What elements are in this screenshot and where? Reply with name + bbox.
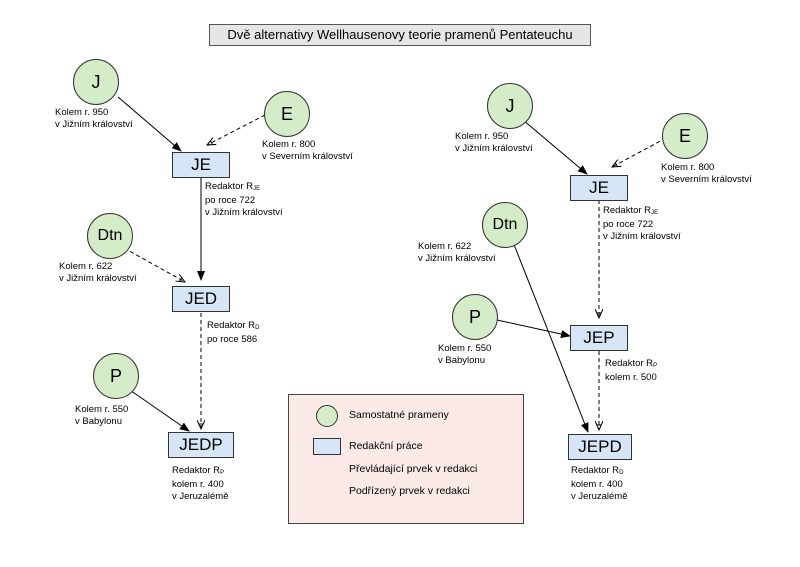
edge-right-e-je: [612, 137, 667, 167]
left-note-dtn: Kolem r. 622 v Jižním království: [59, 261, 137, 285]
legend-redaction-swatch: [313, 438, 341, 455]
right-note-jepd-line1: Redaktor RD: [571, 465, 624, 476]
left-source-dtn: Dtn: [87, 213, 133, 259]
left-note-j-line2: v Jižním království: [55, 119, 133, 130]
left-redaction-jedp: JEDP: [168, 432, 234, 458]
right-note-j-line2: v Jižním království: [455, 143, 533, 154]
left-note-j-line1: Kolem r. 950: [55, 107, 109, 118]
diagram-title: Dvě alternativy Wellhausenovy teorie pra…: [209, 24, 591, 46]
left-note-e-line2: v Severním království: [262, 151, 353, 162]
right-redaction-jepd: JEPD: [568, 434, 632, 460]
right-note-e-line1: Kolem r. 800: [661, 162, 715, 173]
right-note-dtn-line1: Kolem r. 622: [418, 241, 472, 252]
right-note-jep: Redaktor RP kolem r. 500: [605, 358, 657, 384]
left-source-j: J: [73, 59, 119, 105]
left-note-jedp-line3: v Jeruzalémě: [172, 491, 229, 502]
edge-left-e-je: [207, 114, 266, 145]
right-note-jepd-line2: kolem r. 400: [571, 479, 623, 490]
left-note-jed-line1: Redaktor RD: [207, 320, 260, 331]
edge-right-j-je: [522, 119, 588, 175]
right-note-je-line2: po roce 722: [603, 219, 654, 230]
right-redaction-jep: JEP: [570, 325, 628, 351]
right-note-p-line1: Kolem r. 550: [438, 343, 492, 354]
right-source-p: P: [452, 294, 498, 340]
left-note-jed-line2: po roce 586: [207, 334, 258, 345]
legend-sources-label: Samostatné prameny: [349, 409, 449, 421]
left-redaction-jed: JED: [172, 286, 230, 312]
right-note-p-line2: v Babylonu: [438, 355, 486, 366]
right-source-e: E: [662, 113, 708, 159]
left-source-p: P: [93, 353, 139, 399]
right-note-dtn: Kolem r. 622 v Jižním království: [418, 241, 496, 265]
left-note-jedp: Redaktor RP kolem r. 400 v Jeruzalémě: [172, 465, 229, 503]
right-note-p: Kolem r. 550 v Babylonu: [438, 343, 491, 367]
right-note-je-line1: Redaktor RJE: [603, 205, 659, 216]
left-note-j: Kolem r. 950 v Jižním království: [55, 107, 133, 131]
left-note-jedp-line2: kolem r. 400: [172, 479, 224, 490]
left-note-je-line2: po roce 722: [205, 195, 256, 206]
right-note-jep-line2: kolem r. 500: [605, 372, 657, 383]
left-note-dtn-line2: v Jižním království: [59, 273, 137, 284]
left-note-je-line3: v Jižním království: [205, 207, 283, 218]
right-source-j: J: [487, 83, 533, 129]
legend-redaction-label: Redakční práce: [349, 440, 423, 452]
right-source-dtn: Dtn: [482, 202, 528, 248]
left-note-jed: Redaktor RD po roce 586: [207, 320, 259, 346]
left-note-je-line1: Redaktor RJE: [205, 181, 261, 192]
left-note-je: Redaktor RJE po roce 722 v Jižním králov…: [205, 181, 283, 219]
legend-dominant-label: Převládající prvek v redakci: [349, 463, 478, 475]
left-note-e-line1: Kolem r. 800: [262, 139, 316, 150]
left-note-e: Kolem r. 800 v Severním království: [262, 139, 353, 163]
edge-left-dtn-jed: [123, 247, 185, 282]
right-note-e-line2: v Severním království: [661, 174, 752, 185]
right-note-jepd-line3: v Jeruzalémě: [571, 491, 628, 502]
right-redaction-je: JE: [570, 175, 628, 201]
edge-right-dtn-jepd: [512, 241, 589, 433]
edge-right-p-jep: [496, 319, 571, 338]
left-note-jedp-line1: Redaktor RP: [172, 465, 225, 476]
right-note-je-line3: v Jižním království: [603, 231, 681, 242]
left-note-p-line1: Kolem r. 550: [75, 404, 129, 415]
legend-source-swatch: [316, 405, 338, 427]
left-redaction-je: JE: [172, 152, 230, 178]
right-note-e: Kolem r. 800 v Severním království: [661, 162, 752, 186]
left-note-dtn-line1: Kolem r. 622: [59, 261, 113, 272]
edge-left-j-je: [117, 96, 182, 152]
right-note-je: Redaktor RJE po roce 722 v Jižním králov…: [603, 205, 681, 243]
right-note-j-line1: Kolem r. 950: [455, 131, 509, 142]
right-note-dtn-line2: v Jižním království: [418, 253, 496, 264]
legend-subordinate-label: Podřízený prvek v redakci: [349, 485, 470, 497]
right-note-jep-line1: Redaktor RP: [605, 358, 658, 369]
left-note-p: Kolem r. 550 v Babylonu: [75, 404, 128, 428]
right-note-j: Kolem r. 950 v Jižním království: [455, 131, 533, 155]
edge-left-p-jedp: [126, 387, 190, 432]
left-source-e: E: [264, 91, 310, 137]
left-note-p-line2: v Babylonu: [75, 416, 123, 427]
right-note-jepd: Redaktor RD kolem r. 400 v Jeruzalémě: [571, 465, 628, 503]
